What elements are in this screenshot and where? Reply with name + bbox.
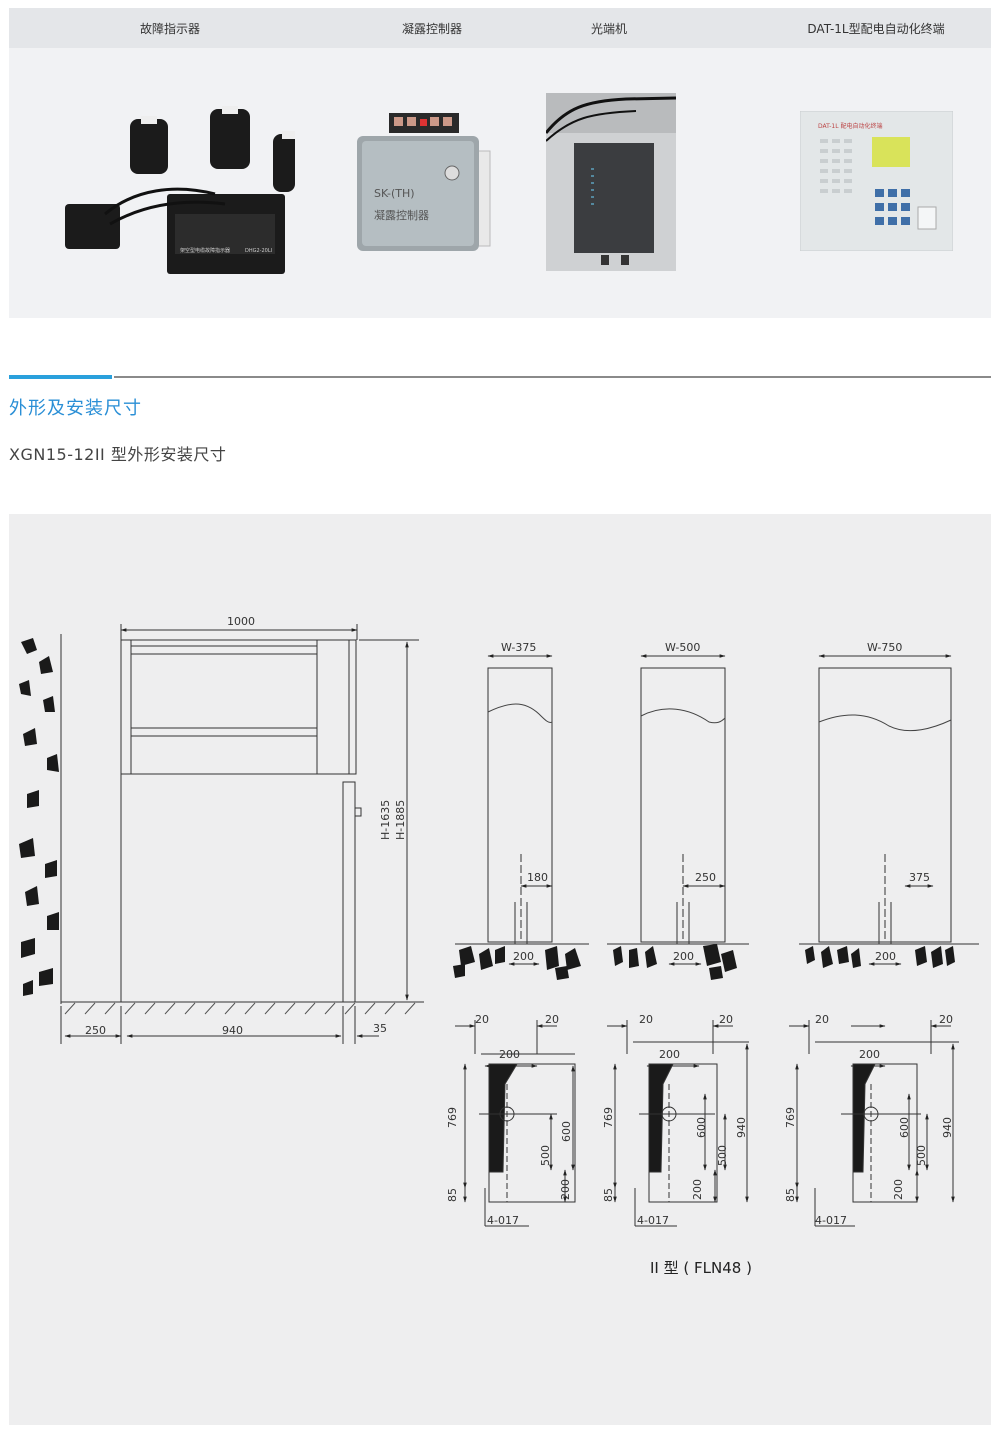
side-750-width-label: W-750 [867,641,902,654]
side-375-width-label: W-375 [501,641,536,654]
side-500-floor-hatch [613,944,737,980]
plan-1-500: 500 [539,1145,552,1166]
plan-3-top-label: 200 [859,1048,880,1061]
indicator-panel-label: 架空型电缆故障指示器 [180,247,230,254]
plan-2-600: 600 [695,1117,708,1138]
side-375-base-label: 200 [513,950,534,963]
front-dim-35: 35 [373,1022,387,1035]
indicator-model-label: DHG2-20LI [245,248,272,254]
front-width-label: 1000 [227,615,255,628]
wall-section-hatch [19,638,59,996]
plan-2-200: 200 [691,1179,704,1200]
side-750-base-label: 200 [875,950,896,963]
section-subtitle: XGN15-12II 型外形安装尺寸 [9,445,227,464]
plan-3-500: 500 [915,1145,928,1166]
plan-1-200: 200 [559,1179,572,1200]
plan-2-left-margin: 20 [639,1013,653,1026]
side-500-width-label: W-500 [665,641,700,654]
side-500-offset-label: 250 [695,871,716,884]
plan-3-600: 600 [898,1117,911,1138]
drawing-caption: II 型 ( FLN48 ) [650,1259,752,1277]
controller-name-label: 凝露控制器 [374,208,429,222]
side-view-375 [455,654,589,966]
side-view-750 [799,654,979,966]
distribution-terminal-photo: DAT-1L 配电自动化终端 [800,111,953,251]
product-title-condensation-controller: 凝露控制器 [401,22,463,36]
plan-1-left-margin: 20 [475,1013,489,1026]
front-view [19,624,424,1044]
section-rule-accent [9,375,112,379]
plan-3-200: 200 [892,1179,905,1200]
plan-1-769: 769 [446,1107,459,1128]
plan-1-600: 600 [560,1121,573,1142]
plan-2-769: 769 [602,1107,615,1128]
condensation-controller-photo: SK-(TH) 凝露控制器 [357,113,491,251]
plan-2-top-label: 200 [659,1048,680,1061]
gallery-header [9,8,991,48]
plan-3-hole-label: 4-017 [815,1214,847,1227]
plan-view-1 [455,1020,576,1227]
dimension-drawing-panel: 1000 H-1635 H-1885 250 940 35 W-375 180 … [9,514,991,1425]
section-title: 外形及安装尺寸 [9,398,142,419]
controller-model-label: SK-(TH) [374,187,415,200]
product-title-fault-indicator: 故障指示器 [139,22,201,36]
plan-3-right-margin: 20 [939,1013,953,1026]
plan-2-right-margin: 20 [719,1013,733,1026]
product-title-distribution-terminal: DAT-1L型配电自动化终端 [807,22,945,36]
plan-2-85: 85 [602,1188,615,1202]
front-height-1635: H-1635 [379,800,392,840]
plan-3-85: 85 [784,1188,797,1202]
plan-3-769: 769 [784,1107,797,1128]
optical-transceiver-photo [546,93,676,271]
plan-2-hole-label: 4-017 [637,1214,669,1227]
dimension-drawing: 1000 H-1635 H-1885 250 940 35 W-375 180 … [19,615,979,1227]
ground-hatch [64,1002,416,1015]
side-375-offset-label: 180 [527,871,548,884]
product-title-optical-transceiver: 光端机 [590,22,628,36]
plan-view-3 [789,1020,959,1227]
front-dim-250: 250 [85,1024,106,1037]
plan-1-right-margin: 20 [545,1013,559,1026]
side-500-base-label: 200 [673,950,694,963]
plan-3-left-margin: 20 [815,1013,829,1026]
front-dim-940: 940 [222,1024,243,1037]
side-750-offset-label: 375 [909,871,930,884]
terminal-header-label: DAT-1L 配电自动化终端 [818,122,883,130]
plan-2-940: 940 [735,1117,748,1138]
plan-view-2 [607,1020,749,1227]
front-height-1885: H-1885 [394,800,407,840]
plan-2-500: 500 [716,1145,729,1166]
fault-indicator-photo: 架空型电缆故障指示器 DHG2-20LI [65,106,295,274]
side-view-500 [607,654,749,966]
side-750-floor-hatch [805,946,955,968]
plan-3-940: 940 [941,1117,954,1138]
plan-1-85: 85 [446,1188,459,1202]
section-rule [114,376,991,378]
plan-1-top-label: 200 [499,1048,520,1061]
product-gallery: 故障指示器 凝露控制器 光端机 DAT-1L型配电自动化终端 架空型电缆故障指示… [9,8,991,318]
plan-1-hole-label: 4-017 [487,1214,519,1227]
side-375-floor-hatch [453,946,581,980]
